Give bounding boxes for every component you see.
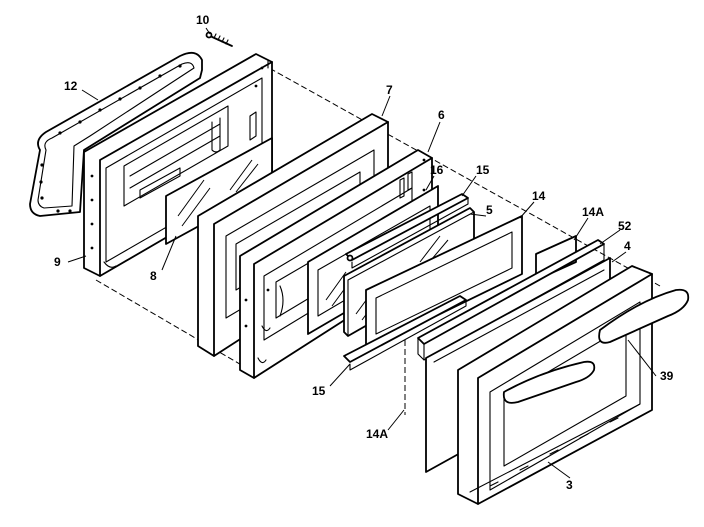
part-15-lower-channel <box>343 295 467 371</box>
callout-14a-top: 14A <box>582 205 604 219</box>
part-15-upper-channel <box>345 193 469 269</box>
callout-4: 4 <box>624 239 631 253</box>
callout-14a-bottom: 14A <box>366 427 388 441</box>
callout-labels: 10 12 7 6 16 15 5 14 14A 52 4 39 9 8 15 … <box>54 13 674 492</box>
callout-14: 14 <box>532 189 546 203</box>
callout-7: 7 <box>386 83 393 97</box>
part-3-bottom-trim <box>469 403 641 493</box>
part-12-gasket <box>29 51 203 217</box>
callout-9: 9 <box>54 255 61 269</box>
part-14-insulation-pad <box>365 215 523 351</box>
callout-6: 6 <box>438 108 445 122</box>
callout-15-bottom: 15 <box>312 384 326 398</box>
callout-15-top: 15 <box>476 163 490 177</box>
callout-16: 16 <box>430 163 444 177</box>
callout-12: 12 <box>64 79 78 93</box>
callout-3: 3 <box>566 478 573 492</box>
callout-5: 5 <box>486 203 493 217</box>
part-39-door-handle <box>502 288 690 404</box>
callout-39: 39 <box>660 369 674 383</box>
callout-8: 8 <box>150 269 157 283</box>
part-10-screw <box>205 31 233 47</box>
leader-lines <box>67 27 657 479</box>
callout-52: 52 <box>618 219 632 233</box>
callout-10: 10 <box>196 13 210 27</box>
